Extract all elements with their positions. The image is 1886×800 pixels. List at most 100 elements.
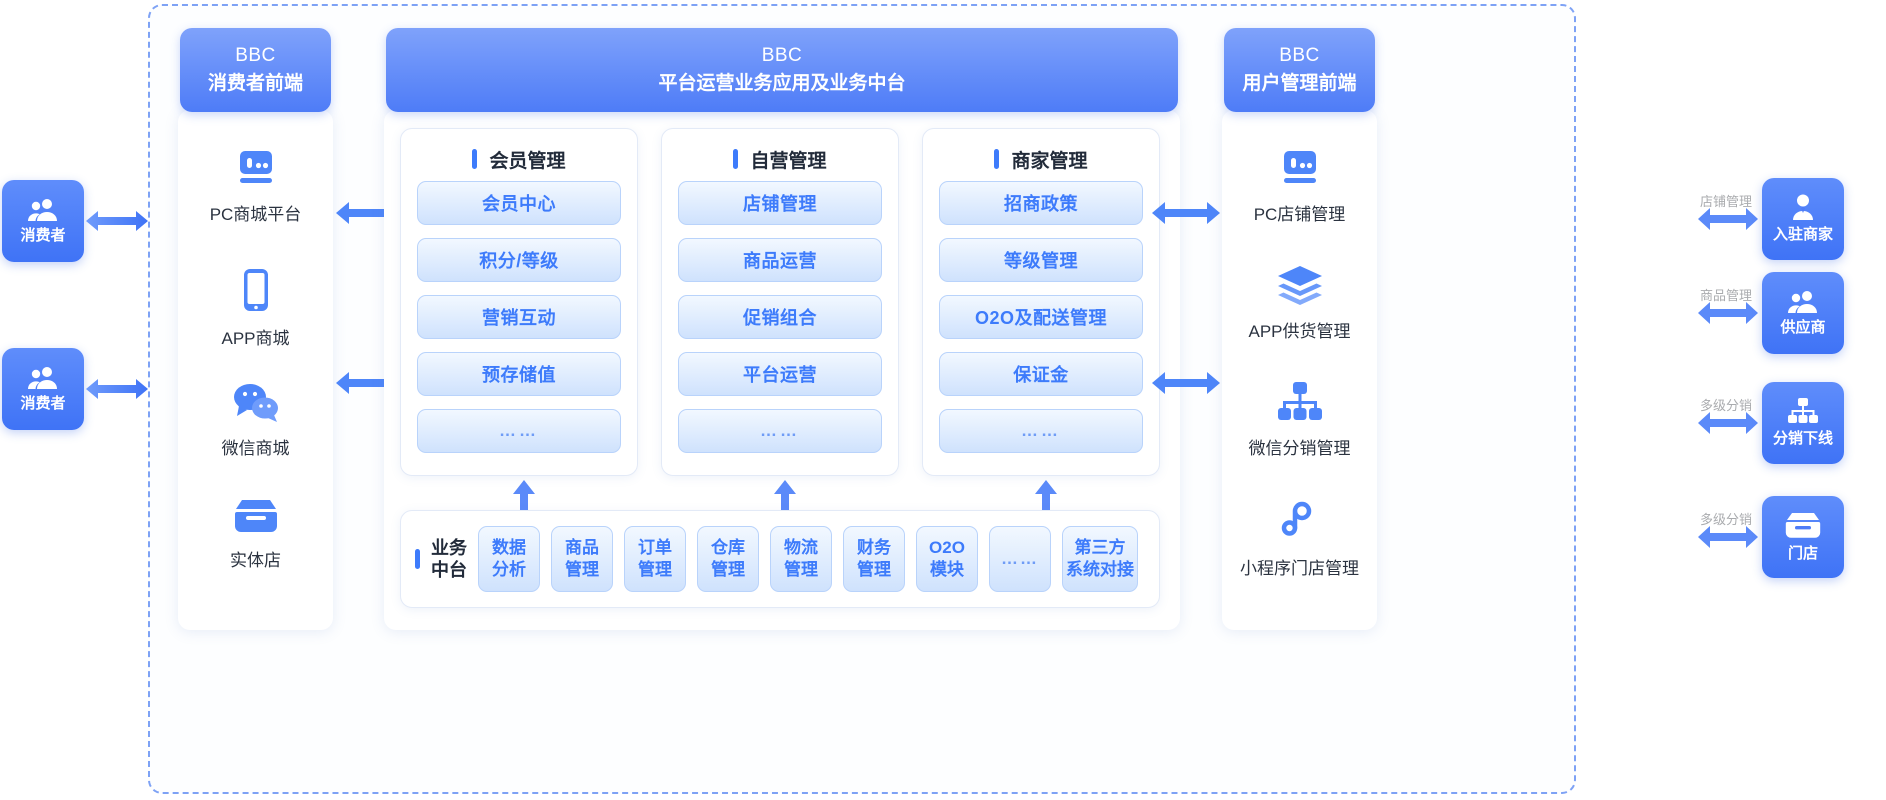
side-item-label: 微信商城 [221,439,290,458]
users-icon [28,365,58,389]
actor-consumer-1[interactable]: 消费者 [2,180,84,262]
title-tick-icon [415,549,420,569]
business-middle-platform: 业务 中台 数据 分析 商品 管理 订单 管理 仓库 管理 物流 [400,510,1160,608]
desktop-icon [1280,150,1320,188]
side-item-label: APP商城 [221,329,290,348]
chip-marketing-interaction[interactable]: 营销互动 [417,295,621,339]
group-self-operation: 自营管理 店铺管理 商品运营 促销组合 平台运营 …… [661,128,899,476]
header-line1: BBC [761,45,803,67]
arrow-distributor-actor [1698,408,1758,438]
sitemap-icon [1787,398,1819,424]
side-item-pc-shop-mgmt[interactable]: PC店铺管理 [1222,150,1377,225]
actor-label: 消费者 [20,395,66,412]
center-panel-header: BBC 平台运营业务应用及业务中台 [386,28,1178,112]
actor-label: 入驻商家 [1772,226,1833,243]
group-title-text: 商家管理 [1011,150,1088,172]
side-item-wechat-mall[interactable]: 微信商城 [178,382,333,459]
edge-label-multilevel-distribution: 多级分销 [1700,398,1753,413]
chip-member-center[interactable]: 会员中心 [417,181,621,225]
side-item-app-mall[interactable]: APP商城 [178,268,333,349]
side-item-label: 实体店 [230,551,281,570]
chip-level-management[interactable]: 等级管理 [939,238,1143,282]
group-title-text: 会员管理 [489,150,566,172]
group-member-management: 会员管理 会员中心 积分/等级 营销互动 预存储值 …… [400,128,638,476]
midplatform-title-line2: 中台 [431,560,467,580]
arrow-merchant-to-shopmgmt [1152,198,1220,228]
edge-label-multilevel-distribution-2: 多级分销 [1700,512,1753,527]
chip-shop-management[interactable]: 店铺管理 [678,181,882,225]
chip-more-member[interactable]: …… [417,409,621,453]
arrow-supplier-actor [1698,298,1758,328]
cell-warehouse-management[interactable]: 仓库 管理 [697,526,759,592]
title-tick-icon [472,149,478,169]
chip-investment-policy[interactable]: 招商政策 [939,181,1143,225]
actor-merchant[interactable]: 入驻商家 [1762,178,1844,260]
arrow-frontend-to-member-2 [336,368,400,398]
user-management-frontend-panel: PC店铺管理 APP供货管理 [1222,110,1377,630]
header-line2: 平台运营业务应用及业务中台 [658,73,906,94]
desktop-icon [236,150,276,188]
actor-label: 供应商 [1780,319,1826,336]
arrow-consumer1-to-frontend [86,206,148,236]
user-management-frontend-header: BBC 用户管理前端 [1224,28,1375,112]
arrow-frontend-to-member [336,198,400,228]
chip-more-selfop[interactable]: …… [678,409,882,453]
chip-promotion-combo[interactable]: 促销组合 [678,295,882,339]
title-tick-icon [994,149,1000,169]
edge-label-product-management: 商品管理 [1700,288,1753,303]
header-line2: 用户管理前端 [1242,73,1357,94]
center-operations-panel: 会员管理 会员中心 积分/等级 营销互动 预存储值 …… 自营管理 店铺管理 商… [384,110,1180,630]
chip-platform-operation[interactable]: 平台运营 [678,352,882,396]
wechat-icon [233,382,279,422]
side-item-label: 微信分销管理 [1248,439,1351,458]
layers-icon [1277,265,1323,305]
actor-consumer-2[interactable]: 消费者 [2,348,84,430]
cell-finance-management[interactable]: 财务 管理 [843,526,905,592]
side-item-app-supply-mgmt[interactable]: APP供货管理 [1222,265,1377,342]
actor-store[interactable]: 门店 [1762,496,1844,578]
merchant-icon [1789,194,1817,220]
actor-label: 消费者 [20,227,66,244]
cell-more[interactable]: …… [989,526,1051,592]
cell-o2o-module[interactable]: O2O 模块 [916,526,978,592]
cell-third-party-integration[interactable]: 第三方 系统对接 [1062,526,1138,592]
chip-prepaid-value[interactable]: 预存储值 [417,352,621,396]
group-title: 商家管理 [923,137,1159,181]
actor-supplier[interactable]: 供应商 [1762,272,1844,354]
group-title: 自营管理 [662,137,898,181]
header-line1: BBC [235,45,276,67]
midplatform-title-line1: 业务 [431,537,467,558]
cell-data-analysis[interactable]: 数据 分析 [478,526,540,592]
sitemap-icon [1277,382,1323,422]
consumer-frontend-panel: PC商城平台 APP商城 [178,110,333,630]
side-item-wechat-distribution-mgmt[interactable]: 微信分销管理 [1222,382,1377,459]
side-item-label: PC店铺管理 [1253,205,1346,224]
chip-deposit[interactable]: 保证金 [939,352,1143,396]
midplatform-title-text: 业务 中台 [430,537,468,582]
side-item-physical-store[interactable]: 实体店 [178,498,333,571]
header-line1: BBC [1279,45,1320,67]
users-icon [28,197,58,221]
arrow-store-actor [1698,522,1758,552]
side-item-pc-mall[interactable]: PC商城平台 [178,150,333,225]
group-title: 会员管理 [401,137,637,181]
chip-more-merchant[interactable]: …… [939,409,1143,453]
chip-o2o-delivery[interactable]: O2O及配送管理 [939,295,1143,339]
cell-logistics-management[interactable]: 物流 管理 [770,526,832,592]
consumer-frontend-header: BBC 消费者前端 [180,28,331,112]
users-icon [1788,289,1818,313]
side-item-miniprogram-store-mgmt[interactable]: 小程序门店管理 [1222,498,1377,579]
link-icon [1281,498,1317,542]
side-item-label: APP供货管理 [1248,322,1351,341]
header-line2: 消费者前端 [207,73,303,94]
chip-points-level[interactable]: 积分/等级 [417,238,621,282]
side-item-label: 小程序门店管理 [1240,559,1359,578]
cell-order-management[interactable]: 订单 管理 [624,526,686,592]
actor-distributor[interactable]: 分销下线 [1762,382,1844,464]
phone-icon [241,268,271,312]
store-icon [1785,511,1821,539]
cell-product-management[interactable]: 商品 管理 [551,526,613,592]
chip-product-operation[interactable]: 商品运营 [678,238,882,282]
arrow-merchant-to-shopmgmt-2 [1152,368,1220,398]
